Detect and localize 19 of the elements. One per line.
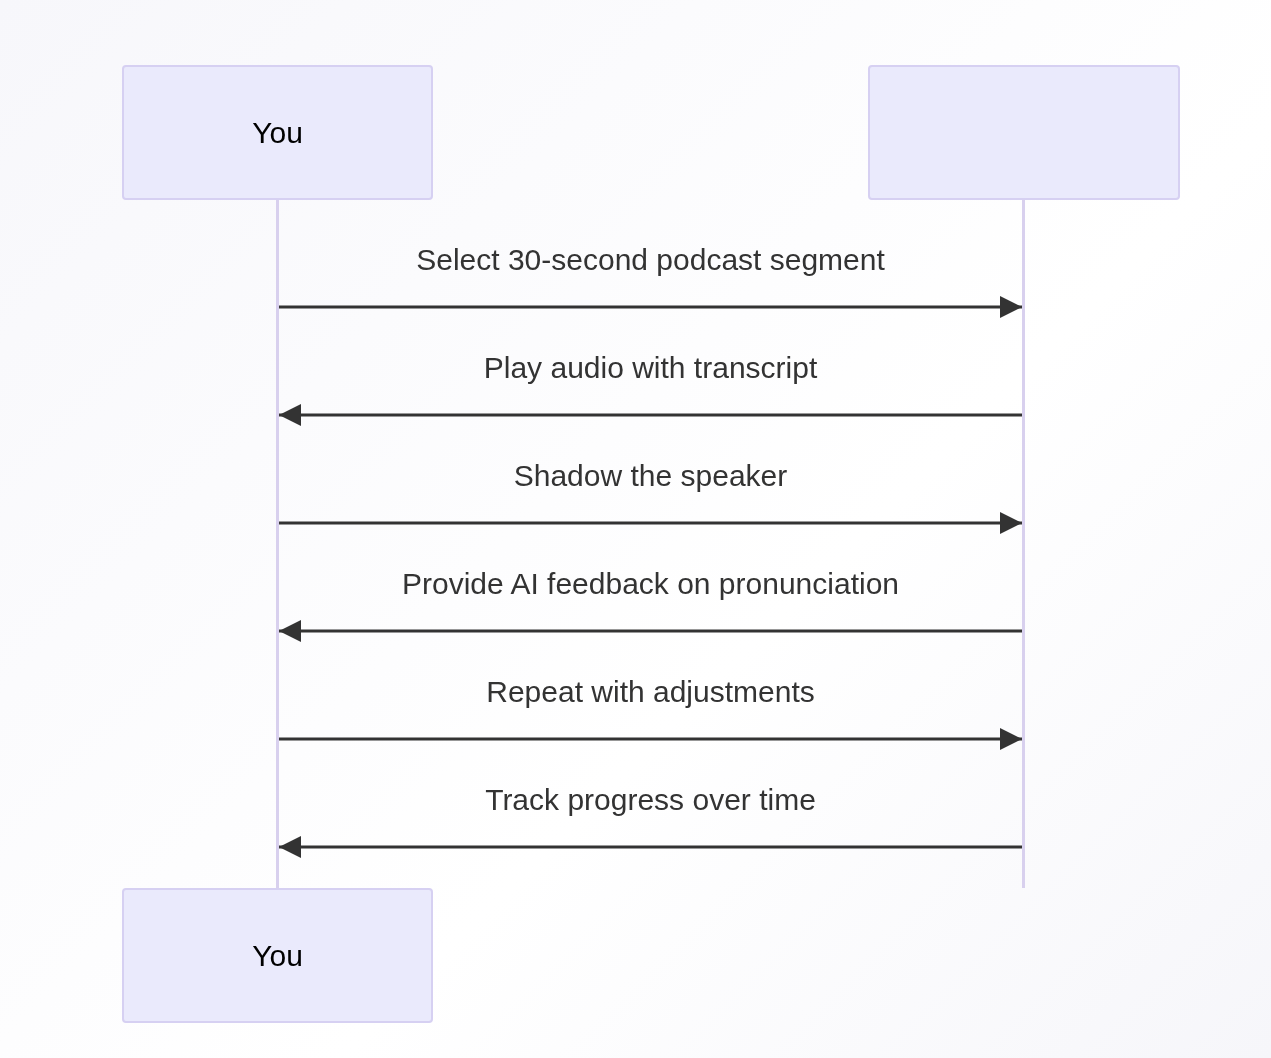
participant-box [868, 65, 1180, 200]
participant-box [122, 65, 433, 200]
message-arrow [279, 620, 1022, 642]
message-label: Select 30-second podcast segment [416, 243, 885, 277]
message-arrow [279, 728, 1022, 750]
message-arrow [279, 296, 1022, 318]
message-label: Provide AI feedback on pronunciation [402, 567, 899, 601]
lifeline [1022, 200, 1025, 888]
message-arrow [279, 404, 1022, 426]
message-label: Track progress over time [485, 783, 816, 817]
message-arrow [279, 512, 1022, 534]
message-label: Shadow the speaker [513, 459, 788, 493]
participant-name: You [252, 115, 303, 150]
message-label: Repeat with adjustments [486, 675, 815, 709]
participant-name: You [252, 938, 303, 973]
message-arrow [279, 836, 1022, 858]
message-label: Play audio with transcript [483, 351, 818, 385]
lifeline [276, 200, 279, 888]
participant-box [122, 888, 433, 1023]
